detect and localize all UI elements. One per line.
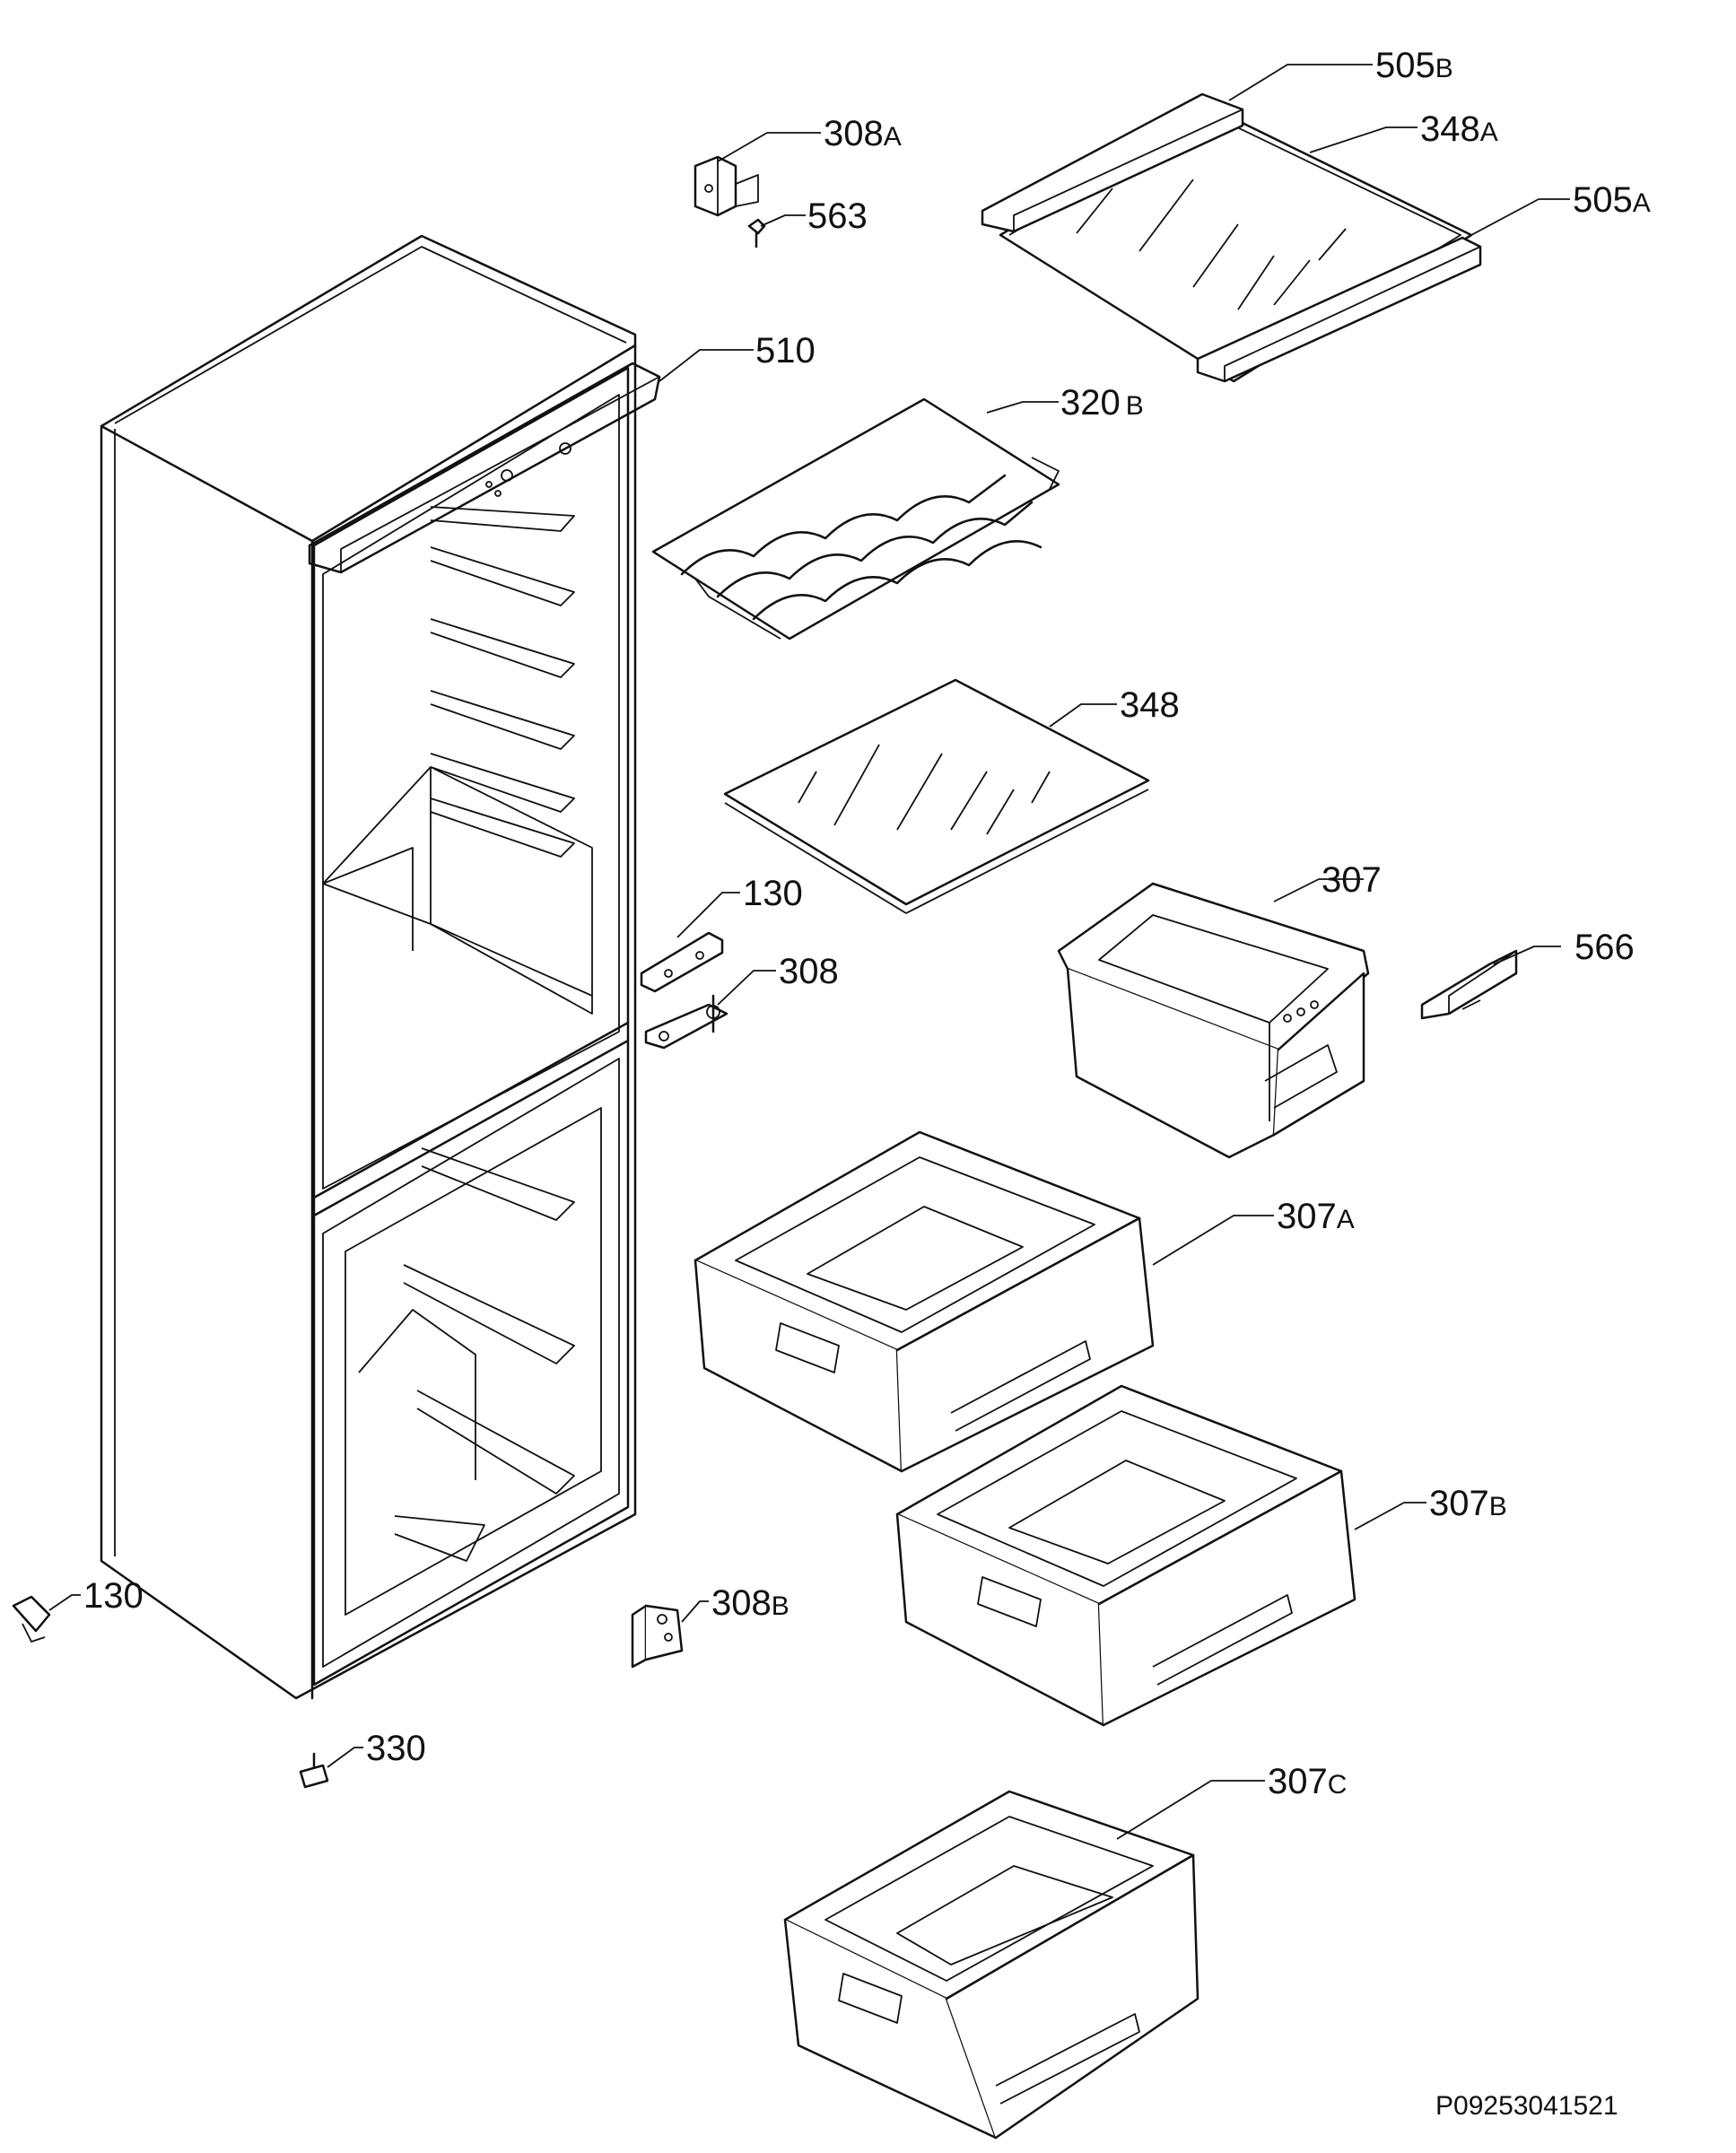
clip-566 — [1420, 949, 1518, 1020]
label-307b: 307B — [1429, 1484, 1507, 1523]
bracket-130-upper — [640, 931, 724, 993]
label-130-lower: 130 — [83, 1576, 144, 1616]
label-308: 308 — [779, 952, 839, 991]
glass-shelf-348 — [723, 678, 1150, 914]
leveling-foot-330 — [299, 1752, 329, 1789]
screw-563 — [747, 218, 766, 248]
label-348a: 348A — [1420, 109, 1498, 149]
freezer-drawer-307a — [694, 1130, 1155, 1473]
label-308b: 308B — [711, 1583, 789, 1623]
bracket-130-lower — [12, 1595, 51, 1643]
middle-hinge-308 — [644, 994, 728, 1050]
leader-lines — [48, 64, 1570, 1840]
freezer-drawer-307c — [783, 1790, 1199, 2140]
label-130-upper: 130 — [743, 874, 803, 913]
label-308a: 308A — [824, 114, 902, 153]
label-307: 307 — [1322, 860, 1382, 900]
fridge-cabinet — [100, 234, 661, 1700]
freezer-drawer-307b — [895, 1384, 1357, 1727]
label-563: 563 — [807, 196, 868, 236]
label-307c: 307C — [1268, 1762, 1347, 1801]
label-307a: 307A — [1277, 1197, 1355, 1236]
label-505b: 505B — [1375, 46, 1453, 85]
label-505a: 505A — [1573, 180, 1651, 220]
label-566: 566 — [1575, 928, 1635, 967]
label-330: 330 — [366, 1729, 426, 1768]
wine-rack-320b — [651, 397, 1060, 641]
bottom-hinge-308b — [631, 1604, 684, 1669]
top-hinge-308a — [694, 155, 759, 217]
glass-shelf-with-trims — [981, 92, 1482, 383]
label-510: 510 — [755, 331, 816, 370]
crisper-drawer-307 — [1057, 882, 1370, 1159]
document-code: P09253041521 — [1435, 2091, 1618, 2121]
label-348: 348 — [1120, 685, 1180, 725]
